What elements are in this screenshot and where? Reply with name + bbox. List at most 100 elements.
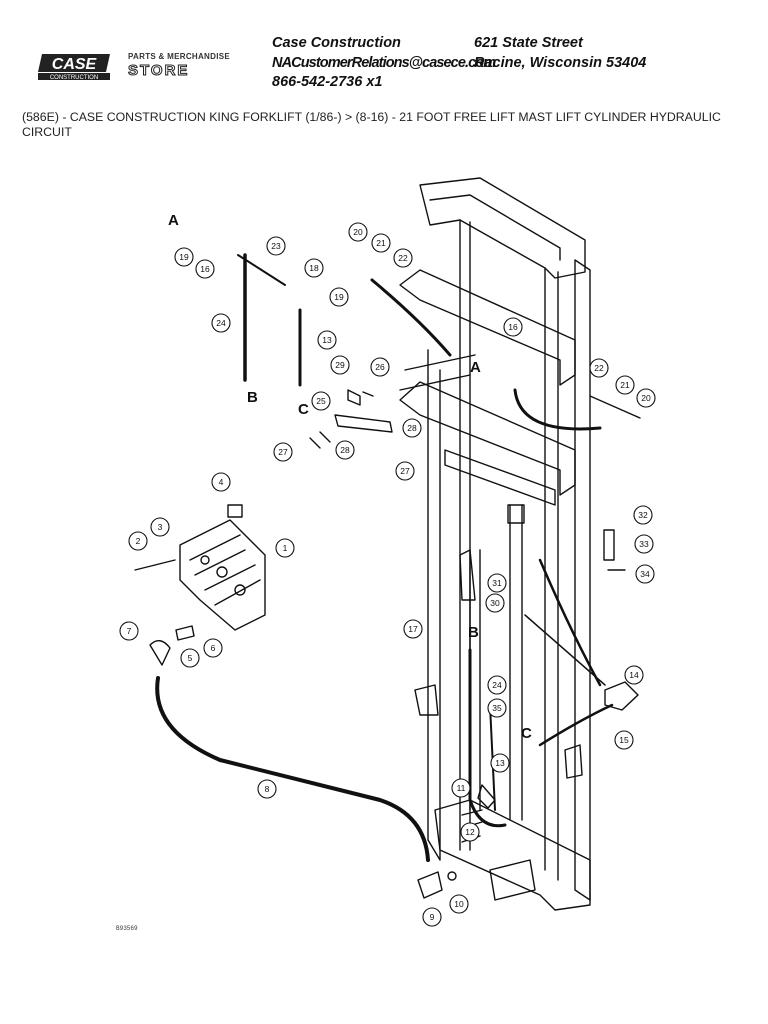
callout-8: 8 [257, 779, 277, 799]
callout-number: 13 [322, 335, 332, 345]
callout-28: 28 [335, 440, 355, 460]
callout-circle [451, 778, 471, 798]
callout-circle [180, 648, 200, 668]
callout-number: 20 [353, 227, 363, 237]
callout-circle [422, 907, 442, 927]
callout-4: 4 [211, 472, 231, 492]
callout-6: 6 [203, 638, 223, 658]
callout-number: 32 [638, 510, 648, 520]
callout-circle [304, 258, 324, 278]
callout-circle [150, 517, 170, 537]
callout-circle [266, 236, 286, 256]
callout-number: 14 [629, 670, 639, 680]
callout-circle [460, 822, 480, 842]
hose-letter-a: A [168, 212, 179, 229]
callout-number: 22 [594, 363, 604, 373]
callout-circle [503, 317, 523, 337]
callout-10: 10 [449, 894, 469, 914]
callout-circle [275, 538, 295, 558]
email-link[interactable]: NACustomerRelations@casece.com [272, 54, 496, 71]
callout-circle [395, 461, 415, 481]
callout-circle [330, 355, 350, 375]
case-construction-logo[interactable]: CASE CONSTRUCTION [36, 52, 112, 82]
callout-circle [634, 534, 654, 554]
logo-subbrand-text: CONSTRUCTION [50, 75, 98, 81]
callout-circle [633, 505, 653, 525]
callout-24: 24 [487, 675, 507, 695]
callout-circle [449, 894, 469, 914]
callout-circle [317, 330, 337, 350]
callout-11: 11 [451, 778, 471, 798]
callout-26: 26 [370, 357, 390, 377]
callout-number: 4 [219, 477, 224, 487]
callout-circle [614, 730, 634, 750]
callout-circle [335, 440, 355, 460]
callout-number: 28 [340, 445, 350, 455]
callout-circle [402, 418, 422, 438]
callout-circle [257, 779, 277, 799]
callout-number: 12 [465, 827, 475, 837]
callout-5: 5 [180, 648, 200, 668]
callout-number: 35 [492, 703, 502, 713]
callout-19: 19 [174, 247, 194, 267]
callout-circle [211, 313, 231, 333]
hose-letter-c: C [298, 401, 309, 418]
callout-circle [273, 442, 293, 462]
callout-circle [393, 248, 413, 268]
callout-number: 17 [408, 624, 418, 634]
callout-12: 12 [460, 822, 480, 842]
callout-circle [311, 391, 331, 411]
callout-number: 27 [400, 466, 410, 476]
callout-21: 21 [371, 233, 391, 253]
callout-number: 16 [508, 322, 518, 332]
store-logo-line2: STORE [127, 62, 190, 80]
callout-31: 31 [487, 573, 507, 593]
callout-29: 29 [330, 355, 350, 375]
callout-circle [403, 619, 423, 639]
callout-number: 19 [179, 252, 189, 262]
callout-number: 16 [200, 264, 210, 274]
callout-circle [589, 358, 609, 378]
logo-brand-text: CASE [52, 56, 98, 73]
callout-number: 15 [619, 735, 629, 745]
callout-16: 16 [503, 317, 523, 337]
callout-13: 13 [317, 330, 337, 350]
callout-number: 8 [265, 784, 270, 794]
callout-30: 30 [485, 593, 505, 613]
parts-store-logo[interactable]: PARTS & MERCHANDISE STORE [127, 52, 248, 82]
callout-circle [635, 564, 655, 584]
callout-35: 35 [487, 698, 507, 718]
callout-number: 28 [407, 423, 417, 433]
city-address: Racine, Wisconsin 53404 [474, 54, 647, 71]
callout-number: 21 [620, 380, 630, 390]
callout-circle [174, 247, 194, 267]
callout-16: 16 [195, 259, 215, 279]
callout-3: 3 [150, 517, 170, 537]
phone-number: 866-542-2736 x1 [272, 74, 383, 90]
callout-number: 3 [158, 522, 163, 532]
callout-19: 19 [329, 287, 349, 307]
callout-number: 25 [316, 396, 326, 406]
callout-25: 25 [311, 391, 331, 411]
hose-letter-b: B [468, 624, 479, 641]
callout-number: 31 [492, 578, 502, 588]
callout-circle [211, 472, 231, 492]
callout-number: 13 [495, 758, 505, 768]
callout-13: 13 [490, 753, 510, 773]
contact-left-column: Case Construction NACustomerRelations@ca… [272, 34, 496, 93]
callout-27: 27 [273, 442, 293, 462]
callout-number: 26 [375, 362, 385, 372]
callout-number: 34 [640, 569, 650, 579]
callout-circle [348, 222, 368, 242]
callout-27: 27 [395, 461, 415, 481]
callout-24: 24 [211, 313, 231, 333]
callout-circle [195, 259, 215, 279]
callout-18: 18 [304, 258, 324, 278]
contact-right-column: 621 State Street Racine, Wisconsin 53404 [474, 34, 646, 73]
callout-number: 9 [430, 912, 435, 922]
company-name: Case Construction [272, 35, 401, 51]
callout-28: 28 [402, 418, 422, 438]
callout-21: 21 [615, 375, 635, 395]
callout-32: 32 [633, 505, 653, 525]
